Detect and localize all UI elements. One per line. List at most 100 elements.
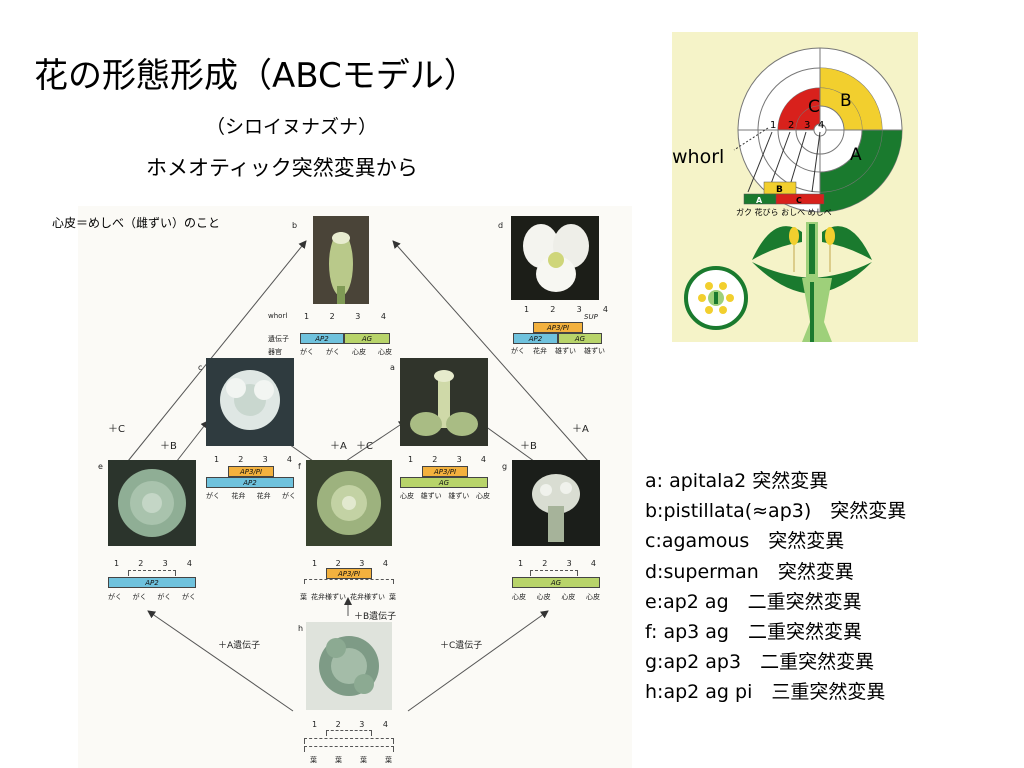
organs-h: 葉葉葉葉 [310, 756, 392, 764]
gene-bar-ag-b: AG [344, 333, 390, 344]
op-plus-c-gene: ＋C遺伝子 [440, 641, 483, 651]
organs-c: がく花弁花弁がく [206, 492, 296, 500]
ring-number-2: 2 [788, 120, 794, 131]
arrow-e-to-c [172, 420, 209, 467]
panel-letter-g: g [502, 462, 508, 471]
panel-letter-d: d [498, 221, 504, 230]
mutant-e: e:ap2 ag 二重突然変異 [645, 590, 862, 613]
panel-letter-c: c [198, 363, 203, 372]
panel-letter-a: a [390, 363, 395, 372]
organs-e: がくがくがくがく [108, 593, 196, 601]
subtitle-mutants: ホメオティック突然変異から [146, 156, 418, 180]
gene-bar-ap2-b: AP2 [300, 333, 344, 344]
panel-letter-h: h [298, 624, 304, 633]
ring-letter-a: A [850, 145, 862, 165]
bar-letter-c: C [796, 196, 802, 205]
organs-b: がくがく心皮心皮 [300, 348, 392, 356]
gene-bar-ap2-c: AP2 [206, 477, 294, 488]
ring-number-3: 3 [804, 120, 810, 131]
arrow-h-to-e [147, 610, 294, 712]
op-plus-c-left: ＋C [108, 424, 125, 435]
dashed-bracket-h1 [326, 730, 372, 736]
arrow-h-to-g [407, 610, 549, 712]
bar-letter-a: A [756, 196, 763, 205]
gene-bar-ap3pi-f: AP3/PI [326, 568, 372, 579]
photo-a [400, 358, 488, 446]
gene-row-label: 遺伝子 [268, 335, 289, 343]
bar-letter-b: B [776, 185, 783, 195]
ring-letter-c: C [808, 97, 820, 117]
photo-g [512, 460, 600, 546]
abc-model-svg: C B A 1 2 3 4 B A C ガク 花びら おしべ めしべ [684, 47, 903, 342]
op-plus-b-left: ＋B [160, 441, 177, 452]
arrow-f-to-a [345, 420, 407, 462]
organ-row-label: 器官 [268, 348, 282, 356]
mutant-list: a: apitala2 突然変異 b:pistillata(≈ap3) 突然変異… [645, 466, 906, 708]
photo-f [306, 460, 392, 546]
page-title: 花の形態形成（ABCモデル） [34, 56, 478, 96]
mutant-a: a: apitala2 突然変異 [645, 470, 829, 492]
arrow-g-to-a [477, 420, 539, 465]
dashed-bracket-h3 [304, 746, 394, 752]
panel-letter-e: e [98, 462, 103, 471]
organ-labels: ガク 花びら おしべ めしべ [736, 207, 832, 217]
mutant-f: f: ap3 ag 二重突然変異 [645, 620, 862, 643]
whorl-row-label: whorl [268, 312, 288, 320]
op-plus-b-right: ＋B [520, 441, 537, 452]
organs-d: がく花弁雄ずい雄ずい [511, 347, 605, 355]
gene-bar-ap3pi-c: AP3/PI [228, 466, 274, 477]
gene-bar-ap3pi-d: AP3/PI [533, 322, 583, 333]
mutant-g: g:ap2 ap3 二重突然変異 [645, 651, 875, 674]
photo-h [306, 622, 392, 710]
gene-bar-ap2-e: AP2 [108, 577, 196, 588]
gene-label-sup: SUP [584, 313, 598, 321]
ring-number-4: 4 [818, 120, 824, 131]
op-plus-b-gene: ＋B遺伝子 [354, 612, 397, 622]
photo-c [206, 358, 294, 446]
organs-f: 葉花弁様ずい花弁様ずい葉 [300, 593, 396, 601]
dashed-bracket-g [530, 570, 578, 576]
subtitle-species: （シロイヌナズナ） [206, 116, 378, 138]
dashed-bracket-e [128, 570, 176, 576]
photo-e [108, 460, 196, 546]
op-plus-c-mid: ＋C [356, 441, 373, 452]
abc-model-diagram: C B A 1 2 3 4 B A C ガク 花びら おしべ めしべ [672, 32, 918, 342]
flower-cross-section [684, 266, 748, 330]
c-bar [775, 193, 825, 205]
op-plus-a-mid: ＋A [330, 441, 347, 452]
op-plus-a-right: ＋A [572, 424, 589, 435]
whorl-label: whorl [672, 146, 725, 168]
mutant-c: c:agamous 突然変異 [645, 530, 845, 553]
organs-g: 心皮心皮心皮心皮 [512, 593, 600, 601]
figure-arrows [127, 240, 589, 712]
dashed-bracket-f [304, 579, 394, 584]
carpel-note: 心皮＝めしべ（雌ずい）のこと [52, 216, 221, 230]
dashed-bracket-h2 [304, 738, 394, 744]
gene-bar-ap2-d: AP2 [513, 333, 558, 344]
ring-letter-b: B [840, 91, 852, 111]
arrow-g-to-d [392, 240, 589, 462]
flower-section [752, 222, 872, 342]
gene-bar-ag-a: AG [400, 477, 488, 488]
gene-bar-ag-g: AG [512, 577, 600, 588]
arrow-e-to-b [127, 240, 307, 462]
panel-letter-b: b [292, 221, 298, 230]
mutant-d: d:superman 突然変異 [645, 560, 854, 583]
photo-d [511, 216, 599, 300]
op-plus-a-gene: ＋A遺伝子 [218, 641, 261, 651]
gene-bar-ag-d: AG [558, 333, 602, 344]
mutant-h: h:ap2 ag pi 三重突然変異 [645, 681, 886, 704]
mutant-b: b:pistillata(≈ap3) 突然変異 [645, 500, 907, 523]
organs-a: 心皮雄ずい雄ずい心皮 [400, 492, 490, 500]
panel-letter-f: f [298, 462, 301, 471]
ring-number-1: 1 [770, 120, 776, 131]
